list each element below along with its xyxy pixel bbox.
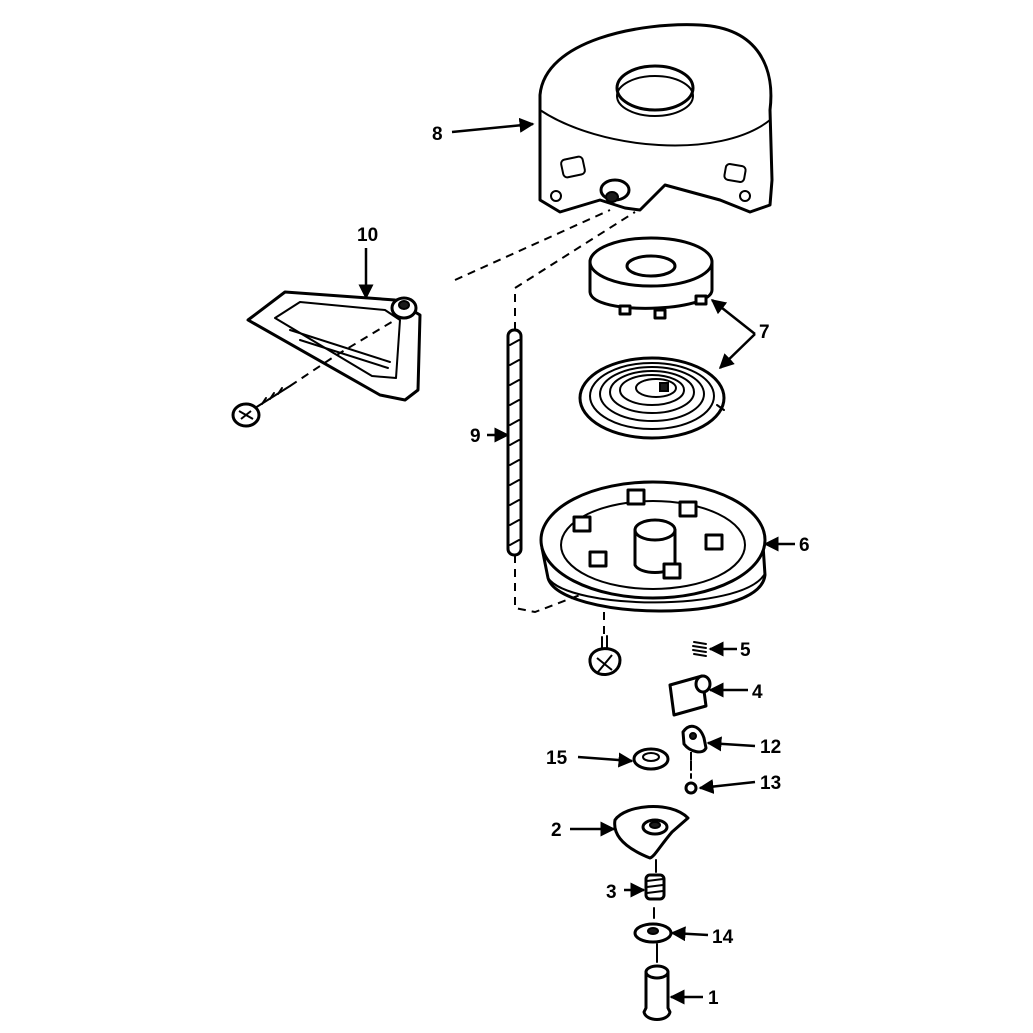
retainer-spring <box>644 859 666 901</box>
callout-6: 6 <box>799 535 810 556</box>
assembly-line-rope-top <box>514 211 636 330</box>
leader-13 <box>698 779 756 794</box>
callout-15: 15 <box>546 748 568 769</box>
small-screw <box>684 760 698 795</box>
callout-14: 14 <box>712 927 734 948</box>
rope-pulley <box>539 480 767 613</box>
callout-2: 2 <box>551 820 562 841</box>
pawl-plate <box>681 724 708 754</box>
callout-13: 13 <box>760 773 781 794</box>
callout-9: 9 <box>470 426 481 447</box>
assembly-line-rope-bottom <box>514 555 581 614</box>
assembly-line-handle-housing <box>454 209 611 281</box>
pawl-spring <box>692 641 707 657</box>
pawl <box>668 674 712 717</box>
washer-14 <box>633 907 673 944</box>
leader-14 <box>670 926 709 942</box>
leader-8 <box>451 117 535 134</box>
spring-cover <box>588 236 714 320</box>
callout-1: 1 <box>708 988 719 1009</box>
callout-8: 8 <box>432 124 443 145</box>
starter-handle <box>246 290 422 402</box>
assembly-line-handle-screw <box>289 319 396 387</box>
rope-knot <box>588 635 622 676</box>
callout-12: 12 <box>760 737 781 758</box>
leader-12 <box>706 736 756 752</box>
rewind-spring <box>578 356 726 440</box>
leader-15 <box>577 752 634 768</box>
leader-7b <box>718 333 756 370</box>
leader-7a <box>710 299 756 335</box>
callout-4: 4 <box>752 682 763 703</box>
callout-3: 3 <box>606 882 617 903</box>
callout-10: 10 <box>357 225 378 246</box>
callout-5: 5 <box>740 640 751 661</box>
callout-7: 7 <box>759 322 770 343</box>
starter-housing <box>538 23 774 214</box>
starter-rope <box>506 328 523 557</box>
washer-15 <box>632 747 670 771</box>
retainer <box>613 805 690 860</box>
handle-screw <box>231 385 291 428</box>
center-pin <box>642 943 672 1021</box>
